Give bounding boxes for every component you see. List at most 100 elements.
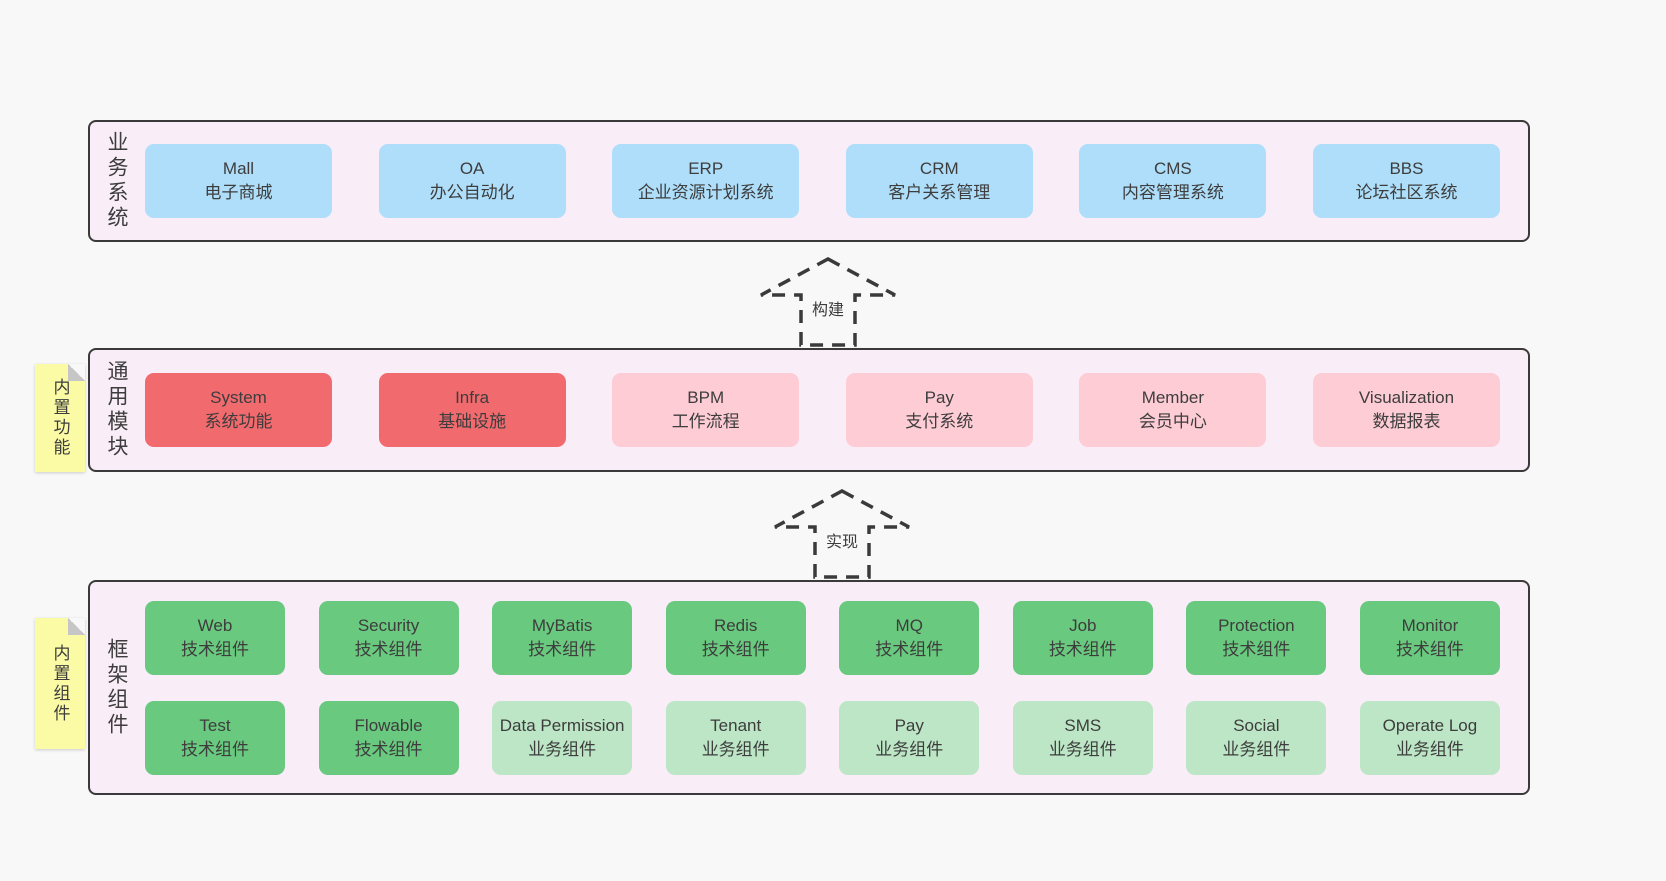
node-title: ERP (688, 159, 724, 179)
band-business-systems: 业务系统 Mall 电子商城 OA 办公自动化 ERP 企业资源计划系统 CRM… (88, 120, 1530, 242)
node-subtitle: 技术组件 (528, 639, 597, 659)
node-security: Security 技术组件 (318, 600, 459, 675)
band-row: System 系统功能 Infra 基础设施 BPM 工作流程 Pay 支付系统… (145, 373, 1500, 447)
band-common-modules: 通用模块 System 系统功能 Infra 基础设施 BPM 工作流程 Pay… (88, 348, 1530, 472)
node-title: MyBatis (531, 615, 593, 635)
node-pay-system: Pay 支付系统 (845, 373, 1033, 447)
node-title: SMS (1064, 715, 1102, 735)
node-title: BPM (687, 388, 725, 408)
band-label: 业务系统 (105, 131, 128, 231)
node-title: Social (1233, 715, 1280, 735)
node-title: Job (1069, 615, 1097, 635)
node-title: Operate Log (1382, 715, 1478, 735)
band-row: Mall 电子商城 OA 办公自动化 ERP 企业资源计划系统 CRM 客户关系… (145, 144, 1500, 218)
node-title: Web (197, 615, 233, 635)
band-framework-components: 框架组件 Web 技术组件 Security 技术组件 MyBatis 技术组件… (88, 580, 1530, 795)
node-subtitle: 客户关系管理 (888, 183, 991, 202)
node-bbs: BBS 论坛社区系统 (1312, 144, 1500, 218)
node-subtitle: 系统功能 (204, 412, 273, 431)
node-subtitle: 技术组件 (701, 639, 770, 659)
arrow-implement: 实现 (772, 488, 912, 580)
node-subtitle: 技术组件 (354, 739, 423, 759)
node-infra: Infra 基础设施 (378, 373, 566, 447)
node-subtitle: 工作流程 (671, 412, 740, 431)
node-pay-component: Pay 业务组件 (839, 700, 980, 775)
node-monitor: Monitor 技术组件 (1359, 600, 1500, 675)
node-title: Flowable (354, 715, 423, 735)
node-subtitle: 技术组件 (875, 639, 944, 659)
node-subtitle: 技术组件 (181, 739, 249, 759)
node-sms: SMS 业务组件 (1012, 700, 1153, 775)
node-subtitle: 技术组件 (1222, 639, 1291, 659)
arrow-label: 实现 (821, 526, 863, 554)
node-crm: CRM 客户关系管理 (845, 144, 1033, 218)
node-redis: Redis 技术组件 (665, 600, 806, 675)
band-row: Test 技术组件 Flowable 技术组件 Data Permission … (145, 700, 1500, 775)
node-mybatis: MyBatis 技术组件 (492, 600, 633, 675)
node-erp: ERP 企业资源计划系统 (612, 144, 800, 218)
node-job: Job 技术组件 (1012, 600, 1153, 675)
node-title: Redis (713, 615, 758, 635)
node-cms: CMS 内容管理系统 (1079, 144, 1267, 218)
node-mall: Mall 电子商城 (145, 144, 332, 218)
node-system: System 系统功能 (145, 373, 332, 447)
node-title: Protection (1218, 615, 1295, 635)
node-title: Pay (894, 715, 924, 735)
node-subtitle: 会员中心 (1138, 412, 1207, 431)
node-title: Data Permission (499, 715, 625, 735)
node-subtitle: 技术组件 (181, 639, 249, 659)
node-title: Mall (222, 159, 255, 179)
arrow-build: 构建 (758, 256, 898, 348)
node-subtitle: 内容管理系统 (1121, 183, 1224, 202)
sticky-label: 内置功能 (50, 378, 70, 458)
node-subtitle: 基础设施 (438, 412, 507, 431)
node-subtitle: 业务组件 (1395, 739, 1464, 759)
node-subtitle: 技术组件 (1048, 639, 1117, 659)
node-test: Test 技术组件 (145, 700, 285, 775)
band-rows: Web 技术组件 Security 技术组件 MyBatis 技术组件 Redi… (145, 600, 1500, 775)
node-social: Social 业务组件 (1186, 700, 1327, 775)
sticky-note-builtin-features: 内置功能 (35, 364, 85, 472)
node-title: CMS (1153, 159, 1192, 179)
node-subtitle: 数据报表 (1372, 412, 1441, 431)
arrow-label: 构建 (807, 294, 849, 322)
node-subtitle: 业务组件 (875, 739, 944, 759)
node-subtitle: 业务组件 (701, 739, 770, 759)
node-subtitle: 企业资源计划系统 (637, 183, 774, 202)
node-title: MQ (895, 615, 923, 635)
node-member: Member 会员中心 (1079, 373, 1267, 447)
folded-corner-icon (68, 618, 85, 635)
node-title: Visualization (1358, 388, 1455, 408)
sticky-label: 内置组件 (50, 643, 70, 724)
node-title: Member (1141, 388, 1205, 408)
sticky-note-builtin-components: 内置组件 (35, 618, 85, 749)
node-visualization: Visualization 数据报表 (1312, 373, 1500, 447)
band-label: 框架组件 (105, 637, 128, 738)
node-tenant: Tenant 业务组件 (665, 700, 806, 775)
node-web: Web 技术组件 (145, 600, 285, 675)
node-title: OA (459, 159, 485, 179)
band-label: 通用模块 (105, 360, 128, 460)
node-mq: MQ 技术组件 (839, 600, 980, 675)
node-title: Test (199, 715, 231, 735)
node-operate-log: Operate Log 业务组件 (1359, 700, 1500, 775)
node-title: Monitor (1401, 615, 1459, 635)
node-bpm: BPM 工作流程 (612, 373, 800, 447)
node-title: Pay (924, 388, 954, 408)
folded-corner-icon (68, 364, 85, 381)
node-protection: Protection 技术组件 (1186, 600, 1327, 675)
node-oa: OA 办公自动化 (378, 144, 566, 218)
node-subtitle: 技术组件 (354, 639, 423, 659)
node-subtitle: 论坛社区系统 (1355, 183, 1458, 202)
node-subtitle: 技术组件 (1395, 639, 1464, 659)
node-data-permission: Data Permission 业务组件 (492, 700, 633, 775)
node-subtitle: 支付系统 (905, 412, 974, 431)
node-title: CRM (919, 159, 959, 179)
node-subtitle: 业务组件 (1222, 739, 1291, 759)
node-title: System (210, 388, 267, 408)
node-title: Infra (455, 388, 490, 408)
node-subtitle: 电子商城 (204, 183, 273, 202)
node-title: Security (357, 615, 420, 635)
band-row: Web 技术组件 Security 技术组件 MyBatis 技术组件 Redi… (145, 600, 1500, 675)
node-subtitle: 业务组件 (1048, 739, 1117, 759)
